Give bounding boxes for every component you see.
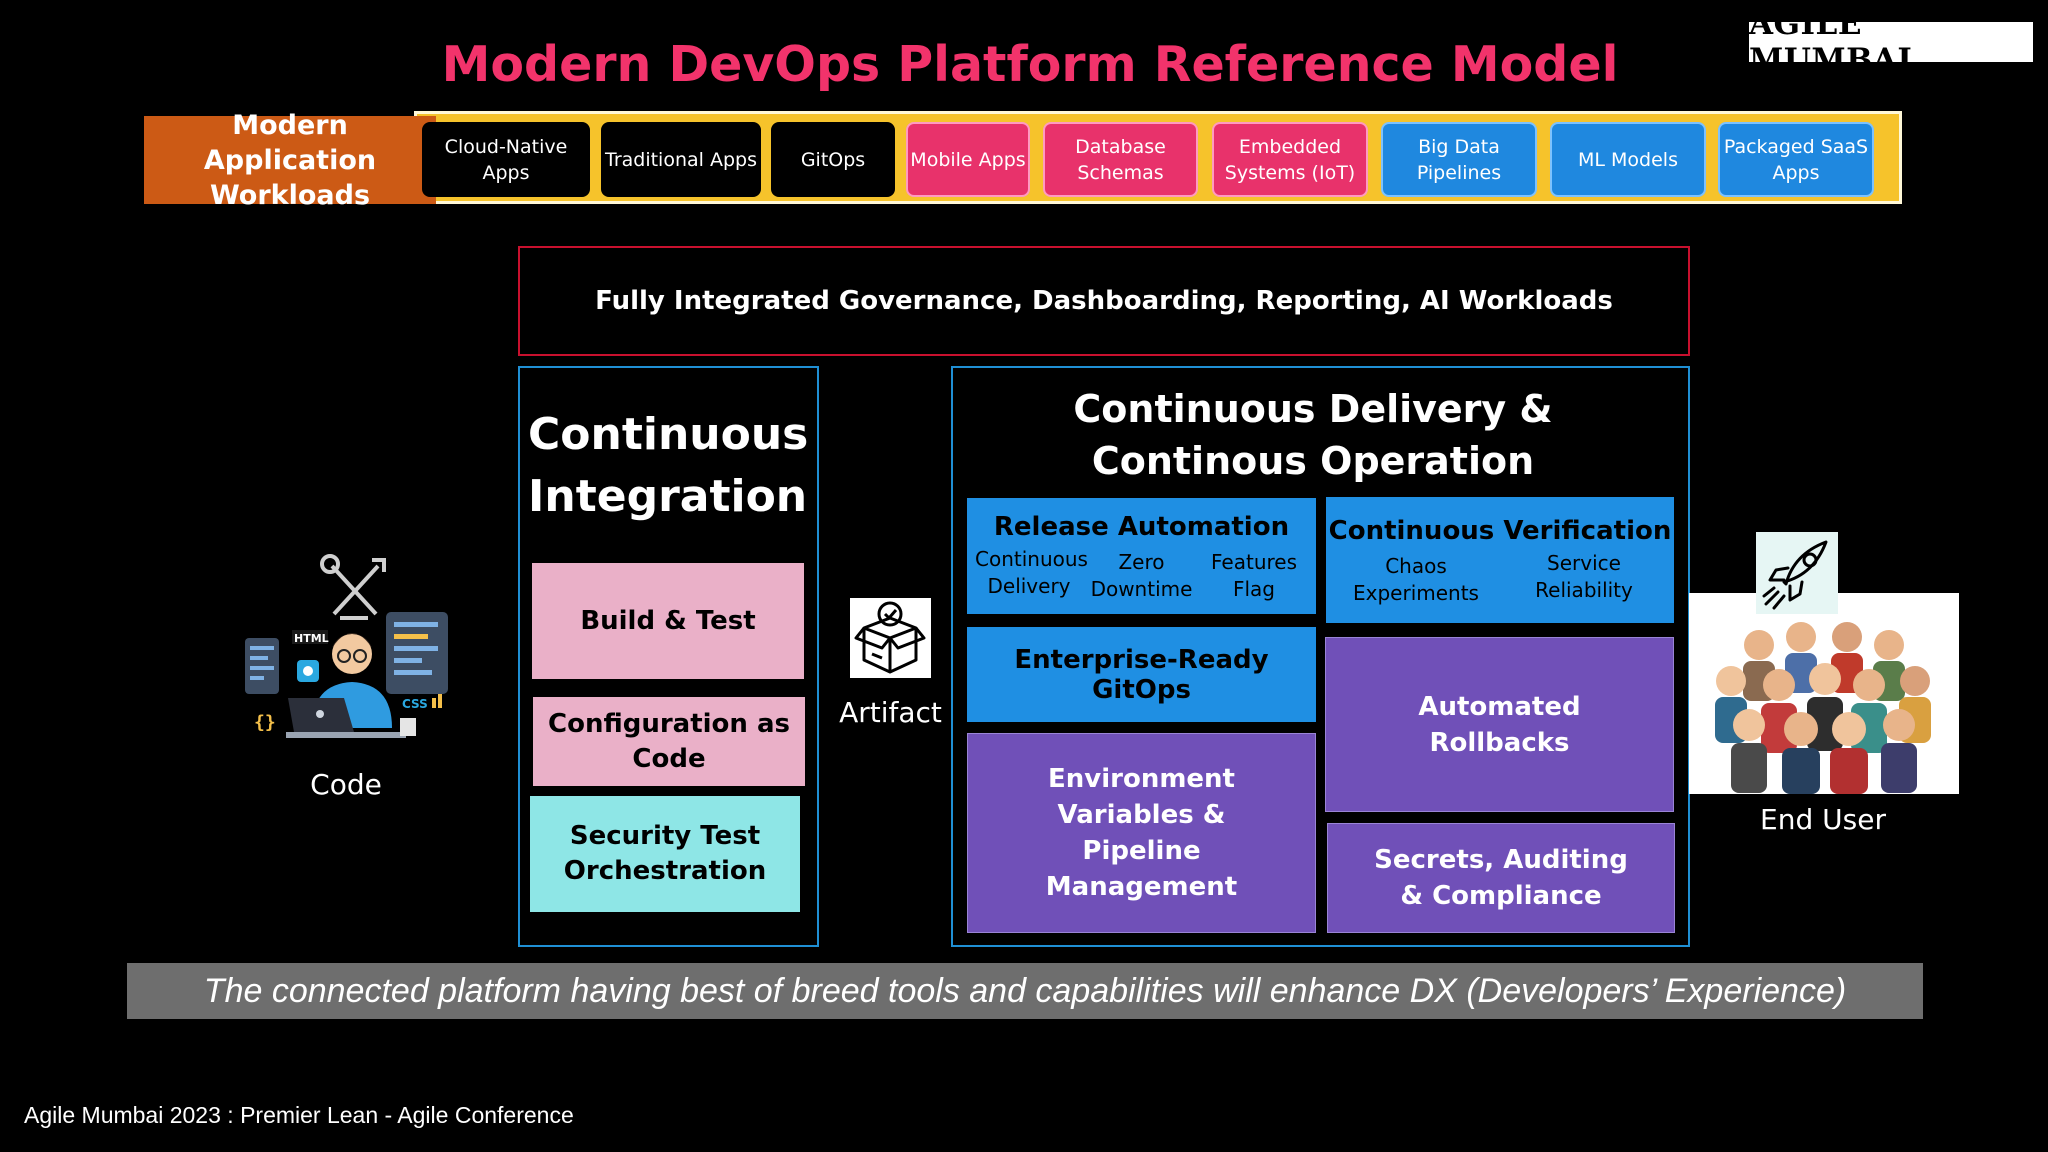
svg-text:HTML: HTML bbox=[294, 632, 329, 645]
slide-title: Modern DevOps Platform Reference Model bbox=[441, 36, 1619, 93]
continuous-verification-block: Continuous Verification Chaos Experiment… bbox=[1326, 497, 1674, 623]
end-user-label: End User bbox=[1760, 803, 1886, 836]
developer-icon: HTML {} CSS bbox=[240, 548, 452, 760]
ci-title: Continuous Integration bbox=[528, 409, 809, 522]
ci-container bbox=[518, 366, 819, 947]
enterprise-gitops-block: Enterprise-Ready GitOps bbox=[967, 627, 1316, 722]
secrets-auditing-block: Secrets, Auditing & Compliance bbox=[1327, 823, 1675, 933]
workload-embedded: Embedded Systems (IoT) bbox=[1212, 122, 1368, 197]
release-automation-title: Release Automation bbox=[993, 511, 1290, 542]
workload-cloud-native: Cloud-Native Apps bbox=[422, 122, 590, 197]
workload-gitops: GitOps bbox=[771, 122, 895, 197]
release-automation-block: Release Automation Continuous Delivery Z… bbox=[967, 498, 1316, 614]
svg-text:{}: {} bbox=[254, 712, 276, 733]
code-label: Code bbox=[310, 768, 382, 801]
governance-box: Fully Integrated Governance, Dashboardin… bbox=[518, 246, 1690, 356]
dx-banner: The connected platform having best of br… bbox=[127, 963, 1923, 1019]
release-item-continuous-delivery: Continuous Delivery bbox=[975, 546, 1088, 598]
workload-database: Database Schemas bbox=[1043, 122, 1198, 197]
verification-item-chaos: Chaos Experiments bbox=[1353, 553, 1479, 605]
continuous-verification-title: Continuous Verification bbox=[1328, 515, 1672, 546]
release-item-features-flag: Features Flag bbox=[1211, 549, 1297, 601]
release-item-zero-downtime: Zero Downtime bbox=[1090, 549, 1193, 601]
security-test-block: Security Test Orchestration bbox=[530, 796, 800, 912]
workloads-label: Modern Application Workloads bbox=[144, 110, 436, 211]
workload-big-data: Big Data Pipelines bbox=[1381, 122, 1537, 197]
end-user-image bbox=[1689, 593, 1959, 794]
footnote: Agile Mumbai 2023 : Premier Lean - Agile… bbox=[24, 1102, 574, 1128]
artifact-label: Artifact bbox=[839, 696, 942, 729]
box-icon bbox=[850, 598, 931, 678]
workload-ml-models: ML Models bbox=[1550, 122, 1706, 197]
build-test-block: Build & Test bbox=[532, 563, 804, 679]
brand-logo: AGILE MUMBAI bbox=[1749, 6, 2033, 78]
cd-title: Continuous Delivery & Continous Operatio… bbox=[1073, 387, 1553, 483]
environment-variables-block: Environment Variables & Pipeline Managem… bbox=[967, 733, 1316, 933]
workload-mobile: Mobile Apps bbox=[906, 122, 1030, 197]
workload-traditional: Traditional Apps bbox=[601, 122, 761, 197]
configuration-as-code-block: Configuration as Code bbox=[533, 697, 805, 786]
verification-item-reliability: Service Reliability bbox=[1535, 550, 1633, 602]
svg-text:CSS: CSS bbox=[402, 697, 428, 711]
automated-rollbacks-block: Automated Rollbacks bbox=[1325, 637, 1674, 812]
rocket-icon bbox=[1756, 532, 1838, 614]
workload-saas: Packaged SaaS Apps bbox=[1718, 122, 1874, 197]
